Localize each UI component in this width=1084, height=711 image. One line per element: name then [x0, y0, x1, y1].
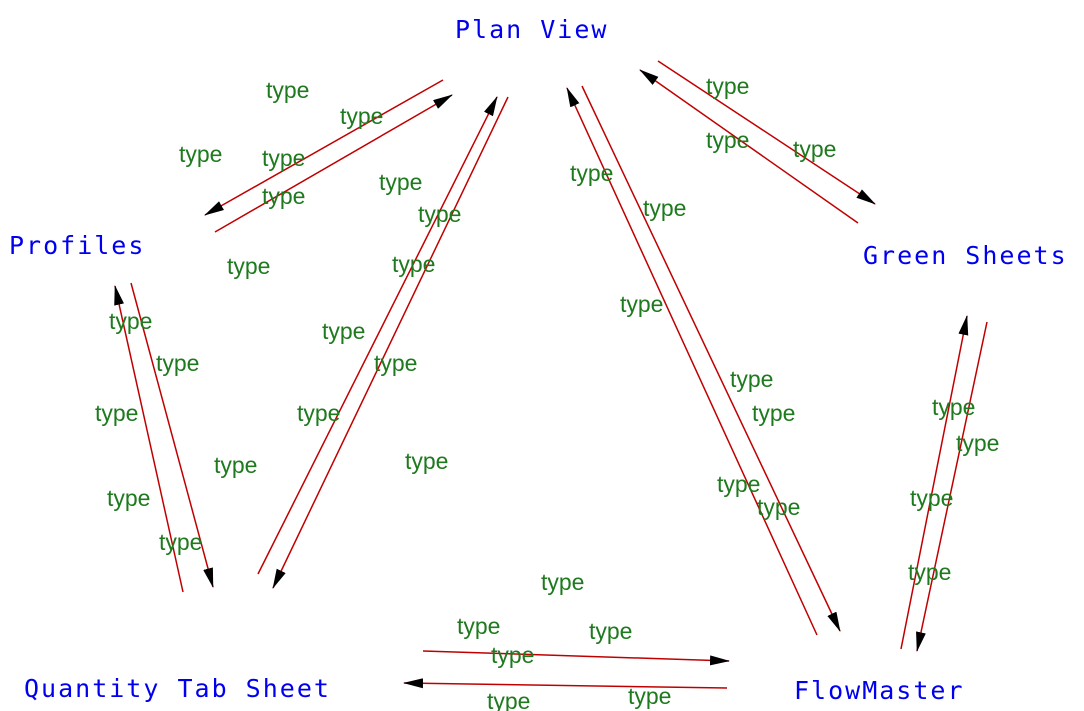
- edge-greensheets-to-flowmaster: [916, 321, 988, 652]
- edge-planview-to-qts: [272, 96, 509, 589]
- edge-label: type: [932, 394, 976, 420]
- edge-label: type: [643, 195, 687, 221]
- edge-greensheets-to-planview: [639, 69, 859, 224]
- edge-planview-to-profiles: [204, 79, 444, 216]
- edge-label: type: [159, 529, 203, 555]
- node-green-sheets: Green Sheets: [863, 241, 1068, 270]
- node-plan-view: Plan View: [455, 15, 609, 44]
- edge-label: type: [793, 136, 837, 162]
- edge-planview-to-greensheets: [657, 60, 876, 205]
- node-profiles: Profiles: [9, 231, 146, 260]
- edge-label: type: [541, 569, 585, 595]
- edge-planview-to-flowmaster: [581, 85, 841, 632]
- edge-label: type: [262, 183, 306, 209]
- edge-label: type: [457, 613, 501, 639]
- edge-label: type: [107, 485, 151, 511]
- edge-flowmaster-to-qts: [403, 678, 728, 689]
- edge-label: type: [418, 201, 462, 227]
- edge-profiles-to-planview: [214, 94, 453, 233]
- edge-label: type: [392, 251, 436, 277]
- edge-label: type: [717, 471, 761, 497]
- edge-label: type: [297, 400, 341, 426]
- edge-label: type: [570, 160, 614, 186]
- edge-label: type: [214, 452, 258, 478]
- edge-label: type: [752, 400, 796, 426]
- edge-label: type: [379, 169, 423, 195]
- edge-label: type: [405, 448, 449, 474]
- edge-label: type: [757, 494, 801, 520]
- node-flowmaster: FlowMaster: [794, 676, 965, 705]
- edge-label: type: [156, 350, 200, 376]
- edge-label: type: [374, 350, 418, 376]
- edge-label: type: [179, 141, 223, 167]
- edge-label: type: [322, 318, 366, 344]
- edge-qts-to-planview: [257, 96, 498, 575]
- edge-label: type: [95, 400, 139, 426]
- edge-qts-to-profiles: [114, 285, 184, 593]
- node-quantity-tab-sheet: Quantity Tab Sheet: [24, 674, 331, 703]
- edge-label: type: [487, 688, 531, 711]
- edge-profiles-to-qts: [130, 282, 214, 588]
- edge-label: type: [491, 642, 535, 668]
- edge-label: type: [262, 145, 306, 171]
- edge-label: type: [956, 430, 1000, 456]
- edge-label: type: [628, 683, 672, 709]
- edge-label: type: [227, 253, 271, 279]
- edge-label: type: [706, 127, 750, 153]
- edge-label: type: [589, 618, 633, 644]
- edge-label: type: [706, 73, 750, 99]
- edge-label: type: [910, 485, 954, 511]
- edge-flowmaster-to-planview: [566, 87, 818, 636]
- edge-label: type: [109, 308, 153, 334]
- edge-label: type: [266, 77, 310, 103]
- edge-label: type: [620, 291, 664, 317]
- edge-qts-to-flowmaster: [422, 650, 730, 666]
- edge-label: type: [340, 103, 384, 129]
- edge-flowmaster-to-greensheets: [900, 315, 969, 650]
- edge-label: type: [908, 559, 952, 585]
- edge-label: type: [730, 366, 774, 392]
